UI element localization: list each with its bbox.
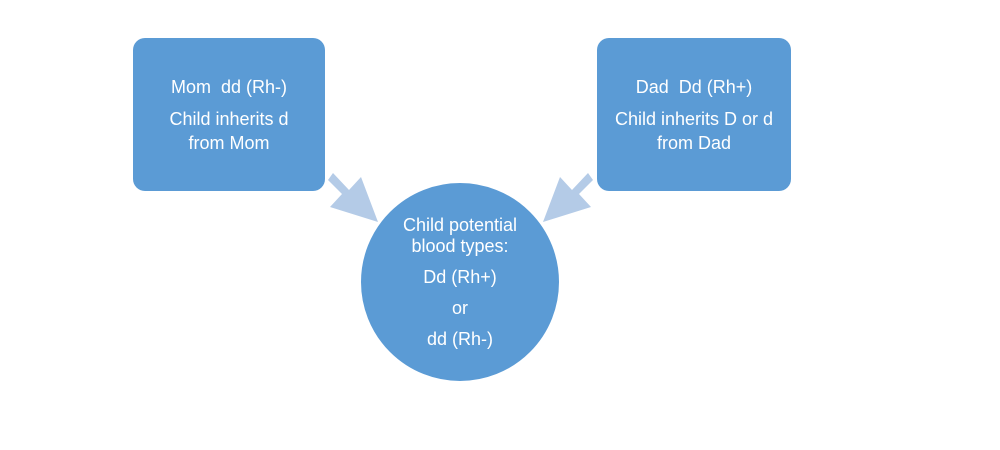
dad-box: Dad Dd (Rh+) Child inherits D or d from … [597,38,791,191]
child-option-dd-rh-pos: Dd (Rh+) [423,266,497,287]
child-circle: Child potential blood types: Dd (Rh+) or… [360,182,560,382]
child-option-dd-rh-neg: dd (Rh-) [426,328,493,349]
dad-genotype-text: Dad Dd (Rh+) [635,76,753,97]
mom-box: Mom dd (Rh-) Child inherits d from Mom [133,38,325,191]
mom-inherit-text-1: Child inherits d [169,108,289,129]
mom-genotype-text: Mom dd (Rh-) [170,76,287,97]
arrow-dad-to-child [543,173,609,222]
child-option-or: or [451,297,468,318]
arrow-mom-to-child [312,173,378,222]
child-title-text-1: Child potential [402,214,518,235]
child-title-text-2: blood types: [411,235,509,256]
dad-inherit-text-2: from Dad [656,132,732,153]
dad-inherit-text-1: Child inherits D or d [614,108,774,129]
mom-inherit-text-2: from Mom [188,132,270,153]
